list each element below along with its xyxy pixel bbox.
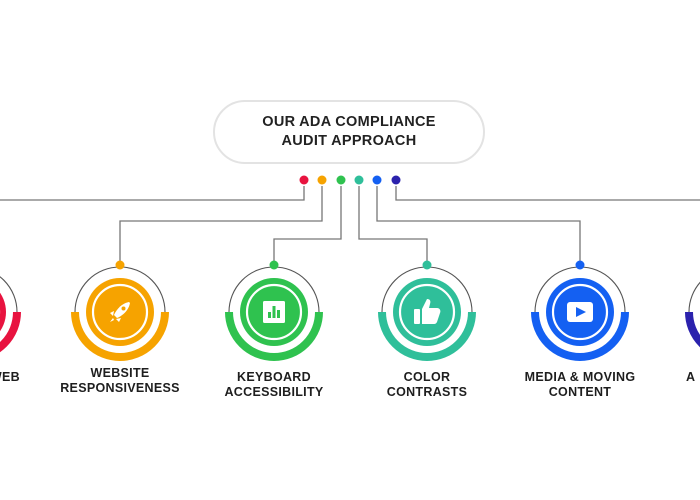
connector-line bbox=[395, 186, 700, 201]
connector-dot bbox=[299, 175, 309, 185]
connector-dot bbox=[391, 175, 401, 185]
step-label-line-1: WEBSITE bbox=[90, 366, 150, 380]
bar-chart-icon bbox=[263, 301, 285, 323]
step-node bbox=[225, 260, 323, 361]
connector-dot bbox=[354, 175, 364, 185]
node-outline-arc bbox=[0, 276, 18, 313]
connector-lines bbox=[0, 186, 700, 265]
step-label: A bbox=[686, 370, 700, 385]
title-line-1: OUR ADA COMPLIANCE bbox=[262, 114, 436, 130]
play-icon bbox=[567, 302, 593, 322]
thumbs-up-icon bbox=[414, 299, 441, 324]
node-color-arc bbox=[71, 311, 169, 361]
node-color-arc bbox=[531, 311, 629, 361]
node-color-arc bbox=[685, 311, 700, 348]
connector-dot bbox=[317, 175, 327, 185]
node-top-dot bbox=[115, 260, 125, 270]
step-label: WEB bbox=[0, 370, 20, 385]
step-label-line-2: CONTENT bbox=[548, 385, 612, 399]
node-inner-ring bbox=[91, 283, 149, 341]
step-label-line-1: MEDIA & MOVING bbox=[524, 370, 636, 384]
connector-line bbox=[273, 186, 342, 265]
node-inner-ring bbox=[245, 283, 303, 341]
step-label-line-2: ACCESSIBILITY bbox=[224, 385, 324, 399]
step-label-line-2: CONTRASTS bbox=[386, 385, 468, 399]
connector-dots bbox=[299, 175, 401, 185]
node-color-arc bbox=[0, 311, 21, 353]
node-top-dot bbox=[269, 260, 279, 270]
step-label-line-1: KEYBOARD bbox=[237, 370, 311, 384]
node-top-dot bbox=[422, 260, 432, 270]
connector-line bbox=[0, 186, 305, 201]
node-inner-ring bbox=[551, 283, 609, 341]
step-nodes bbox=[0, 260, 700, 361]
connector-line bbox=[358, 186, 428, 265]
title-line-2: AUDIT APPROACH bbox=[281, 133, 417, 149]
step-node bbox=[378, 260, 476, 361]
node-top-dot bbox=[575, 260, 585, 270]
step-node bbox=[685, 281, 700, 348]
step-label-line-1: WEB bbox=[0, 370, 20, 384]
step-node bbox=[71, 260, 169, 361]
rocket-icon bbox=[110, 302, 130, 322]
node-disc bbox=[0, 292, 6, 332]
connector-dot bbox=[336, 175, 346, 185]
node-outline-arc bbox=[688, 281, 700, 313]
node-color-arc bbox=[378, 311, 476, 361]
step-label-line-2: RESPONSIVENESS bbox=[60, 381, 180, 395]
node-inner-ring bbox=[398, 283, 456, 341]
step-node bbox=[0, 276, 21, 353]
diagram-title: OUR ADA COMPLIANCE AUDIT APPROACH bbox=[213, 100, 485, 164]
step-label-line-1: COLOR bbox=[403, 370, 451, 384]
connector-line bbox=[376, 186, 581, 265]
step-label-line-1: A bbox=[686, 370, 696, 384]
step-node bbox=[531, 260, 629, 361]
node-color-arc bbox=[225, 311, 323, 361]
connector-line bbox=[119, 186, 323, 265]
connector-dot bbox=[372, 175, 382, 185]
